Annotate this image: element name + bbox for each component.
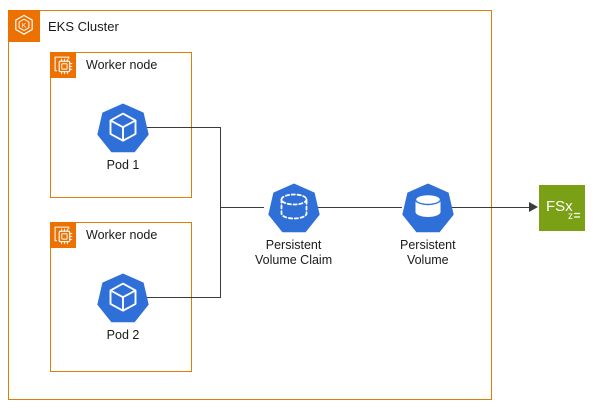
persistent-volume-claim-node[interactable]: Persistent Volume Claim	[255, 181, 332, 267]
kubernetes-pv-icon	[402, 183, 454, 233]
amazon-fsx-node[interactable]: FSx z	[539, 185, 585, 231]
connector-pod-bus	[220, 127, 222, 298]
svg-text:FSx: FSx	[546, 198, 573, 215]
arrowhead-icon	[529, 201, 538, 212]
connector-pv-to-fsx	[447, 207, 533, 209]
worker-node-icon	[50, 52, 76, 78]
worker-node-1-label: Worker node	[86, 58, 158, 72]
connector-pvc-to-pv	[307, 207, 402, 209]
pod-2-label: Pod 2	[106, 328, 140, 342]
eks-cluster-boundary	[8, 10, 492, 400]
persistent-volume-claim-label: Persistent Volume Claim	[255, 238, 333, 267]
worker-node-2-label: Worker node	[86, 228, 158, 242]
eks-cluster-icon: K	[8, 10, 40, 42]
amazon-fsx-icon: FSx z	[546, 198, 581, 222]
pod-2-node[interactable]: Pod 2	[97, 271, 149, 343]
kubernetes-pvc-icon	[267, 183, 320, 233]
kubernetes-pod-icon	[97, 103, 149, 153]
eks-cluster-label: EKS Cluster	[48, 19, 119, 34]
pod-1-node[interactable]: Pod 1	[97, 101, 149, 173]
pod-1-label: Pod 1	[106, 158, 140, 172]
connector-bus-to-pvc	[220, 207, 264, 209]
worker-node-icon	[50, 222, 76, 248]
connector-pod1-to-bus	[141, 127, 221, 129]
persistent-volume-label: Persistent Volume	[400, 238, 456, 267]
svg-text:K: K	[22, 23, 27, 30]
persistent-volume-node[interactable]: Persistent Volume	[400, 181, 456, 267]
svg-text:z: z	[568, 211, 573, 222]
worker-node-1-boundary	[50, 52, 192, 198]
connector-pod2-to-bus	[141, 297, 221, 299]
kubernetes-pod-icon	[97, 273, 149, 323]
